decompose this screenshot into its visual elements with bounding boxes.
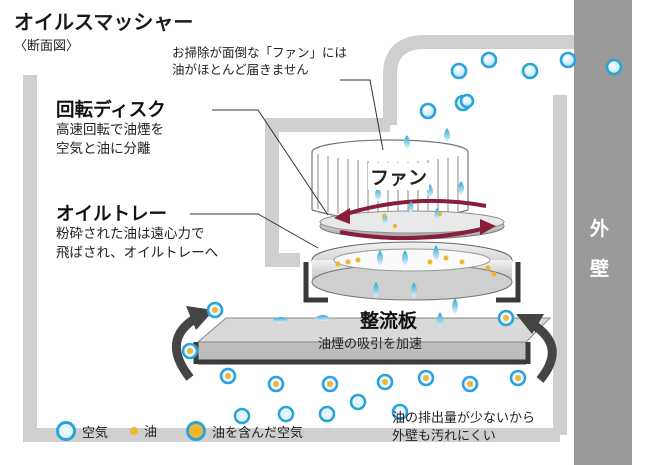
mixed-particles [181,301,527,425]
air-particles-top [419,51,623,120]
legend-oil-label: 油 [144,425,158,440]
disc-desc-line-1: 高速回転で油煙を [56,122,164,138]
page-title: オイルスマッシャー [14,10,194,34]
tray-heading: オイルトレー [56,204,168,225]
disc-desc-line-2: 空気と油に分離 [56,141,151,157]
fan-note: お掃除が面倒な「ファン」には 油がほとんど届きません [172,44,347,78]
duct-left [265,118,390,267]
baffle-heading: 整流板 [360,310,418,332]
exhaust-note-line-1: 油の排出量が少ないから [392,411,536,426]
tray-leader [190,213,319,249]
exhaust-note-line-2: 外壁も汚れにくい [392,429,496,444]
legend-air-label: 空気 [82,425,109,441]
tray-desc-line-2: 飛ばされ、オイルトレーへ [56,245,219,261]
tray-description: 粉砕された油は遠心力で 飛ばされ、オイルトレーへ [56,225,218,263]
legend-air: 空気 [56,421,108,441]
wall-label-2: 壁 [590,258,610,280]
air-icon [56,421,76,441]
duct-bottom [23,75,560,442]
left-flow-arrow [171,314,199,381]
fan-label: ファン [368,163,430,190]
oil-tray [303,241,521,303]
legend-mixed-label: 油を含んだ空気 [212,425,304,441]
oil-air-icon [186,421,206,441]
oil-icon [130,426,138,435]
disc-description: 高速回転で油煙を 空気と油に分離 [56,121,164,159]
oil-dots [335,212,497,277]
droplets [272,128,464,328]
fan-note-line-1: お掃除が面倒な「ファン」には [172,45,348,60]
disc-heading: 回転ディスク [56,100,166,121]
legend-oil: 油 [130,421,157,440]
rotation-arrow [339,198,487,218]
page-subtitle: 〈断面図〉 [14,39,80,54]
right-flow-arrow [529,320,557,383]
legend-mixed: 油を含んだ空気 [186,421,303,441]
exhaust-note: 油の排出量が少ないから 外壁も汚れにくい [392,410,535,446]
tray-desc-line-1: 粉砕された油は遠心力で [56,226,205,242]
wall-label-1: 外 [590,218,610,240]
baffle-description: 油煙の吸引を加速 [318,337,423,352]
disc-leader [212,109,329,216]
duct-top [383,35,574,125]
outer-wall [574,0,632,465]
fan-note-line-2: 油がほとんど届きません [172,62,309,77]
fan-note-leader [340,79,384,151]
